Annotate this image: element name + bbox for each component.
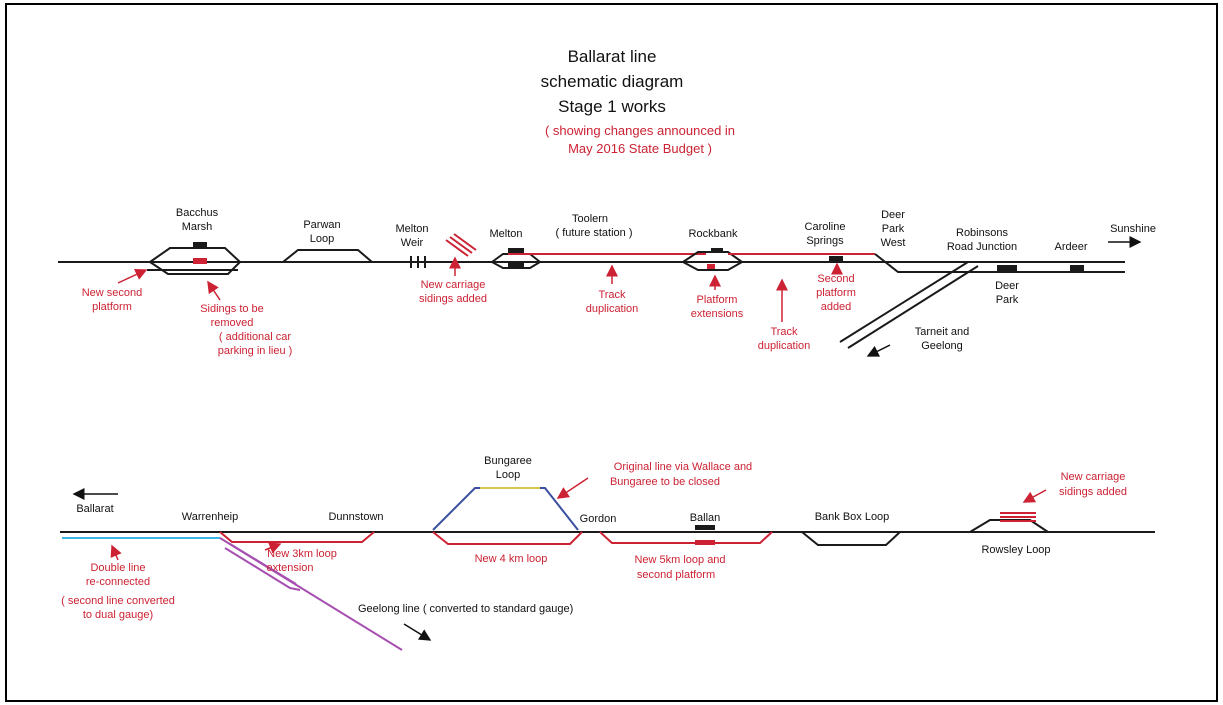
original-line-label-1: Original line via Wallace and xyxy=(614,461,752,473)
platform-extensions-label-1: Platform xyxy=(697,294,738,306)
platform-extensions-label-2: extensions xyxy=(691,308,744,320)
parwan-loop-label-2: Loop xyxy=(310,233,334,245)
toolern-label-2: ( future station ) xyxy=(555,227,632,239)
double-line-label-1: Double line xyxy=(90,562,145,574)
deer-park-west-label-1: Deer xyxy=(881,209,905,221)
geelong-line-label: Geelong line ( converted to standard gau… xyxy=(358,603,573,615)
new-second-platform-label-1: New second xyxy=(82,287,143,299)
arrow-up-icon xyxy=(110,544,122,561)
subtitle-line-1: ( showing changes announced in xyxy=(545,123,735,138)
upper-annotations: New second platform Sidings to be remove… xyxy=(82,273,856,357)
lower-track xyxy=(60,487,1155,651)
track-duplication-1-label-2: duplication xyxy=(586,303,639,315)
robinsons-road-label-2: Road Junction xyxy=(947,241,1017,253)
arrow-down-left-icon xyxy=(1022,489,1047,503)
upper-direction-arrows xyxy=(866,236,1142,357)
lower-annotations: Double line re-connected ( second line c… xyxy=(61,461,1127,621)
lower-platforms xyxy=(695,525,715,545)
second-platform-label-1: Second xyxy=(817,273,854,285)
double-line-label-2: re-connected xyxy=(86,576,150,588)
title-line-2: schematic diagram xyxy=(541,72,684,91)
deer-park-west-label-2: Park xyxy=(882,223,905,235)
lower-annotation-arrows xyxy=(110,477,1047,561)
new-carriage-sidings-lower-label-2: sidings added xyxy=(1059,486,1127,498)
sidings-removed-label-3: ( additional car xyxy=(219,331,291,343)
arrow-down-right-icon xyxy=(403,623,432,641)
page-border xyxy=(5,3,1218,702)
lower-station-labels: Ballarat Warrenheip Dunnstown Bungaree L… xyxy=(76,455,1050,615)
lower-direction-arrows xyxy=(72,488,432,641)
parwan-loop-label-1: Parwan xyxy=(303,219,340,231)
ardeer-label: Ardeer xyxy=(1054,241,1087,253)
sidings-removed-label-4: parking in lieu ) xyxy=(218,345,293,357)
arrow-up-right-icon xyxy=(264,542,282,554)
lower-new-sidings xyxy=(1000,512,1036,522)
rowsley-loop-label: Rowsley Loop xyxy=(981,544,1050,556)
second-platform-label-2: platform xyxy=(816,287,856,299)
loop-5km-label-1: New 5km loop and xyxy=(634,554,725,566)
deer-park-label-2: Park xyxy=(996,294,1019,306)
new-carriage-sidings-lower-label-1: New carriage xyxy=(1061,471,1126,483)
upper-track xyxy=(58,247,1125,349)
bank-box-loop-label: Bank Box Loop xyxy=(815,511,890,523)
ballarat-label: Ballarat xyxy=(76,503,113,515)
loop-3km-label-1: New 3km loop xyxy=(267,548,337,560)
toolern-label-1: Toolern xyxy=(572,213,608,225)
tarneit-label-1: Tarneit and xyxy=(915,326,969,338)
double-line-label-3: ( second line converted xyxy=(61,595,175,607)
bungaree-loop-label-2: Loop xyxy=(496,469,520,481)
bacchus-marsh-label-2: Marsh xyxy=(182,221,213,233)
deer-park-west-label-3: West xyxy=(881,237,906,249)
upper-station-labels: Bacchus Marsh Parwan Loop Melton Weir Me… xyxy=(176,207,1156,352)
sidings-removed-label-2: removed xyxy=(211,317,254,329)
track-duplication-2-label-2: duplication xyxy=(758,340,811,352)
bacchus-marsh-label-1: Bacchus xyxy=(176,207,219,219)
new-second-platform-label-2: platform xyxy=(92,301,132,313)
ballan-label: Ballan xyxy=(690,512,721,524)
new-carriage-sidings-label-2: sidings added xyxy=(419,293,487,305)
second-platform-label-3: added xyxy=(821,301,852,313)
gordon-label: Gordon xyxy=(580,513,617,525)
caroline-springs-label-1: Caroline xyxy=(805,221,846,233)
title-line-1: Ballarat line xyxy=(568,47,657,66)
tarneit-label-2: Geelong xyxy=(921,340,963,352)
new-carriage-sidings-label-1: New carriage xyxy=(421,279,486,291)
arrow-down-left-icon xyxy=(556,477,589,499)
track-duplication-2-label-1: Track xyxy=(770,326,798,338)
upper-annotation-arrows xyxy=(117,256,843,322)
double-line-label-4: to dual gauge) xyxy=(83,609,153,621)
upper-platforms xyxy=(193,242,1084,272)
subtitle-line-2: May 2016 State Budget ) xyxy=(568,141,712,156)
dunnstown-label: Dunnstown xyxy=(328,511,383,523)
rockbank-label: Rockbank xyxy=(689,228,738,240)
bungaree-loop-label-1: Bungaree xyxy=(484,455,532,467)
original-line-label-2: Bungaree to be closed xyxy=(610,476,720,488)
arrow-down-left-icon xyxy=(866,344,891,357)
track-duplication-1-label-1: Track xyxy=(598,289,626,301)
sidings-removed-label-1: Sidings to be xyxy=(200,303,264,315)
melton-weir-label-2: Weir xyxy=(401,237,424,249)
melton-weir-label-1: Melton xyxy=(395,223,428,235)
upper-new-sidings xyxy=(445,233,477,257)
loop-4km-label: New 4 km loop xyxy=(475,553,548,565)
loop-3km-label-2: extension xyxy=(266,562,313,574)
robinsons-road-label-1: Robinsons xyxy=(956,227,1008,239)
arrow-up-right-icon xyxy=(117,268,148,284)
deer-park-label-1: Deer xyxy=(995,280,1019,292)
caroline-springs-label-2: Springs xyxy=(806,235,844,247)
title-line-3: Stage 1 works xyxy=(558,97,666,116)
sunshine-label: Sunshine xyxy=(1110,223,1156,235)
arrow-up-left-icon xyxy=(207,280,221,301)
melton-label: Melton xyxy=(489,228,522,240)
diagram-title: Ballarat line schematic diagram Stage 1 … xyxy=(541,47,735,156)
warrenheip-label: Warrenheip xyxy=(182,511,238,523)
loop-5km-label-2: second platform xyxy=(637,569,715,581)
